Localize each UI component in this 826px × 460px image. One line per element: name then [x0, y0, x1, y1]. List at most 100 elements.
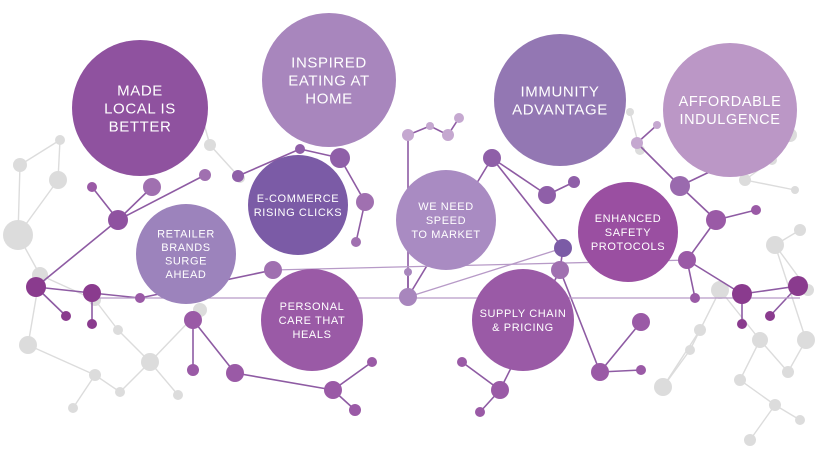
network-node [734, 374, 746, 386]
bubble-affordable: AFFORDABLE INDULGENCE [663, 43, 797, 177]
connection-line [117, 174, 206, 221]
connector-node [135, 293, 145, 303]
connector-node [678, 251, 696, 269]
connector-node [426, 122, 434, 130]
connector-node [554, 239, 572, 257]
connector-node [264, 261, 282, 279]
bubble-circle [261, 269, 363, 371]
bubble-label-line: CARE THAT [279, 315, 346, 327]
bubble-circle [472, 269, 574, 371]
bubble-label-line: INDULGENCE [679, 112, 780, 128]
bubble-label-line: BRANDS [161, 242, 210, 254]
network-edge [739, 379, 776, 406]
connection-line [636, 142, 681, 187]
network-node [89, 369, 101, 381]
network-edge [744, 179, 796, 191]
network-node [782, 366, 794, 378]
connector-node [788, 276, 808, 296]
connector-node [653, 121, 661, 129]
network-node [13, 158, 27, 172]
connector-node [226, 364, 244, 382]
network-edge [72, 374, 96, 409]
network-node [68, 403, 78, 413]
bubble-circle [494, 34, 626, 166]
connector-node [765, 311, 775, 321]
connection-line [559, 269, 601, 373]
connector-node [491, 381, 509, 399]
bubble-label-line: BETTER [109, 118, 172, 135]
connector-node [324, 381, 342, 399]
bubble-circle [248, 155, 348, 255]
network-node [694, 324, 706, 336]
bubble-label-line: RISING CLICKS [254, 207, 343, 219]
bubble-circle [578, 182, 678, 282]
connection-line [686, 259, 743, 295]
bubble-circle [663, 43, 797, 177]
network-node [769, 399, 781, 411]
connector-node [690, 293, 700, 303]
bubble-label-line: TO MARKET [411, 229, 480, 241]
connector-node [670, 176, 690, 196]
bubble-label-line: SAFETY [605, 227, 651, 239]
network-node [113, 325, 123, 335]
connector-node [199, 169, 211, 181]
bubble-label-line: SUPPLY CHAIN [480, 308, 567, 320]
bubble-label-line: ADVANTAGE [512, 101, 608, 118]
network-node [685, 345, 695, 355]
bubble-label-line: AFFORDABLE [679, 94, 782, 110]
connector-node [631, 137, 643, 149]
connector-node [636, 365, 646, 375]
connector-node [454, 113, 464, 123]
bubble-circle [72, 40, 208, 176]
bubble-label-line: MADE [117, 82, 163, 99]
network-node [626, 108, 634, 116]
network-node [49, 171, 67, 189]
bubble-label-line: IMMUNITY [521, 83, 600, 100]
bubble-circle [262, 13, 396, 147]
network-node [173, 390, 183, 400]
connection-line [234, 372, 334, 391]
connector-node [483, 149, 501, 167]
network-node [791, 186, 799, 194]
network-node [766, 236, 784, 254]
connector-node [751, 205, 761, 215]
connector-node [551, 261, 569, 279]
connector-node [232, 170, 244, 182]
connector-node [87, 319, 97, 329]
connector-node [330, 148, 350, 168]
connector-node [591, 363, 609, 381]
connector-node [399, 288, 417, 306]
bubble-label-line: PERSONAL [280, 301, 345, 313]
network-node [744, 434, 756, 446]
connector-node [732, 284, 752, 304]
connector-node [367, 357, 377, 367]
connector-node [351, 237, 361, 247]
network-node [141, 353, 159, 371]
network-node [204, 139, 216, 151]
network-node [3, 220, 33, 250]
connector-node [83, 284, 101, 302]
connector-node [404, 268, 412, 276]
network-node [55, 135, 65, 145]
connector-node [184, 311, 202, 329]
network-node [795, 415, 805, 425]
connector-node [706, 210, 726, 230]
network-edge [94, 299, 119, 331]
network-node [794, 224, 806, 236]
bubble-label-line: AHEAD [166, 269, 207, 281]
bubble-label-line: & PRICING [492, 322, 554, 334]
bubble-circle [396, 170, 496, 270]
network-node [711, 281, 729, 299]
bubble-label-line: HOME [305, 90, 352, 107]
network-node [797, 331, 815, 349]
connection-line [35, 219, 119, 288]
bubble-label-line: WE NEED [418, 201, 474, 213]
connector-node [87, 182, 97, 192]
network-edge [749, 404, 776, 441]
